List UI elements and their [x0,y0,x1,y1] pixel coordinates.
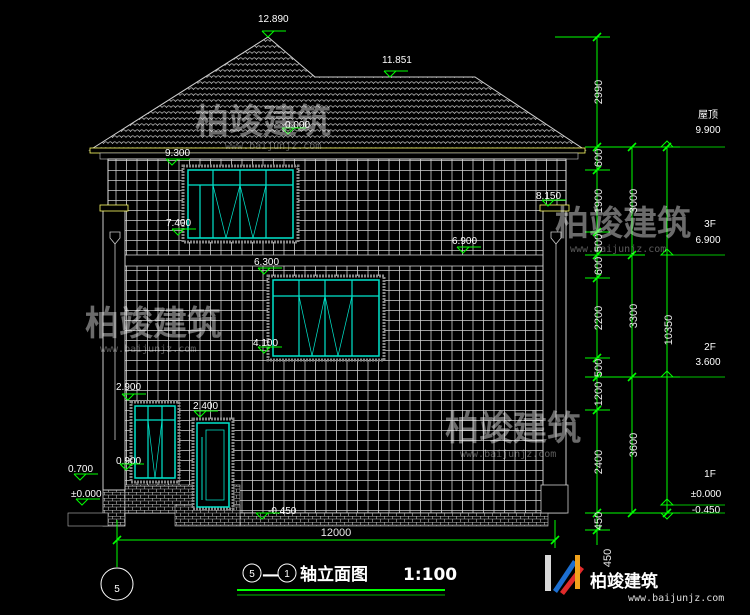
elevation-label-win1_bottom: 0.900 [116,456,141,467]
window-3f [181,164,300,244]
elevation-label-right_post: 8.150 [536,191,561,202]
window-2f [266,274,386,362]
floor-1f-base: -0.450 [692,505,721,516]
elevation-label-win1_top: 2.900 [116,382,141,393]
facade-wall [67,158,567,527]
title-axis-left: 5 [249,569,255,580]
right-pillar [539,204,570,514]
dim-500b: 500 [593,359,605,377]
floor-2f-el: 3.600 [695,357,720,368]
elevation-marker-ground [75,498,100,506]
watermark-text: 柏竣建筑 [85,304,221,344]
title-scale: 1:100 [403,565,457,585]
watermark-url: www.baijunjz.com [100,344,196,355]
elevation-marker-ridge2 [383,70,408,78]
dim-1900: 1900 [593,189,605,213]
watermark-text: 柏竣建筑 [555,204,691,244]
brand-logo: 柏竣建筑 www.baijunjz.com [545,555,724,604]
drawing-title: 5 — 1 轴立面图 1:100 [237,563,457,596]
floor-1f: 1F [704,469,716,480]
elevation-label-win3_bottom: 7.400 [166,218,191,229]
dim-10350: 10350 [663,315,675,346]
axis-bubble: 5 [100,520,134,601]
dim-12000: 12000 [321,527,352,539]
floor-labels: 屋顶 9.900 3F 6.900 2F 3.600 1F ±0.000 -0.… [659,109,725,520]
floor-3f-el: 6.900 [695,235,720,246]
dim-2200: 2200 [593,306,605,330]
floor-roof-el: 9.900 [695,125,720,136]
floor-2f: 2F [704,342,716,353]
elevation-marker-win2_top [257,267,282,275]
elevation-marker-ridge [261,30,286,38]
watermark-url: www.baijunjz.com [570,244,666,255]
elevation-label-eave: 9.300 [165,148,190,159]
elevation-marker-eave_roof [281,127,306,135]
elevation-marker-win2_bottom [257,346,282,354]
elevation-marker-floor3 [456,246,481,254]
logo-url: www.baijunjz.com [628,593,724,604]
floor-roof: 屋顶 [698,109,718,121]
elevation-label-door_top: 2.400 [193,401,218,412]
dim-600b: 600 [593,257,605,275]
title-dash: — [262,565,279,585]
watermarks: 柏竣建筑 www.baijunjz.com 柏竣建筑 www.baijunjz.… [85,102,691,460]
elevation-label-ridge2: 11.851 [382,55,412,66]
dim-2990: 2990 [593,80,605,104]
dim-600: 600 [593,149,605,167]
elevation-marker-right_post [541,199,566,207]
title-axis-right: 1 [284,569,290,580]
dim-1200: 1200 [593,382,605,406]
elevation-marker-win3_bottom [171,228,196,236]
elevation-label-floor3: 6.900 [452,236,477,247]
door-1f [191,417,235,511]
elevation-marker-plinth [73,473,98,481]
elevation-marker-base [255,512,280,520]
elevation-marker-door_top [193,410,218,418]
elevation-label-plinth: 0.700 [68,464,93,475]
dim-3000: 3000 [628,189,640,213]
elevation-markers: 12.890 11.851 9.300 0.000 7.400 8.150 6.900 6.3… [68,14,566,520]
title-text: 轴立面图 [300,564,368,585]
elevation-label-win2_bottom: 4.100 [253,338,278,349]
elevation-label-ridge: 12.890 [258,14,289,25]
watermark-text: 柏竣建筑 [445,409,581,449]
elevation-label-ground: ±0.000 [71,489,102,500]
dim-450: 450 [593,512,605,530]
dim-3300: 3300 [628,304,640,328]
dim-2400: 2400 [593,450,605,474]
elevation-marker-eave [165,158,190,166]
elevation-label-win2_top: 6.300 [254,257,279,268]
dim-3600: 3600 [628,433,640,457]
elevation-marker-win1_top [121,393,146,401]
watermark-url: www.baijunjz.com [225,141,321,152]
floor-1f-el: ±0.000 [691,489,722,500]
elevation-label-base: -0.450 [268,506,297,517]
dimension-texts: 2990 600 1900 500 600 2200 500 1200 2400… [321,80,675,567]
watermark-url: www.baijunjz.com [460,449,556,460]
floor-3f: 3F [704,219,716,230]
elevation-label-eave_roof: 0.000 [285,120,310,131]
left-pillar [99,204,129,491]
logo-mark-icon [545,555,584,595]
dim-500: 500 [593,234,605,252]
watermark-text: 柏竣建筑 [195,102,331,142]
elevation-marker-win1_bottom [119,463,144,471]
window-1f [129,400,181,484]
dim-450-bottom: 450 [602,549,614,567]
logo-text: 柏竣建筑 [590,571,658,592]
roof [88,36,587,160]
axis-bubble-label: 5 [114,584,120,595]
